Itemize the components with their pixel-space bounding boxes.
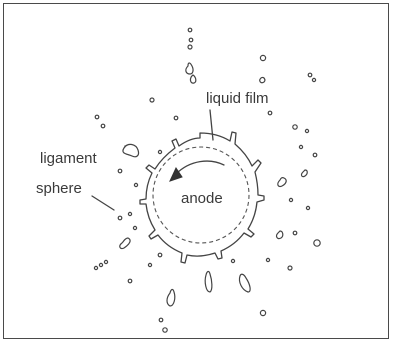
ligament-label: ligament (40, 150, 98, 167)
sphere-label: sphere (36, 180, 82, 197)
anode-label: anode (181, 190, 223, 207)
liquid-film-label: liquid film (206, 90, 269, 107)
rotation-arrow (170, 161, 224, 181)
